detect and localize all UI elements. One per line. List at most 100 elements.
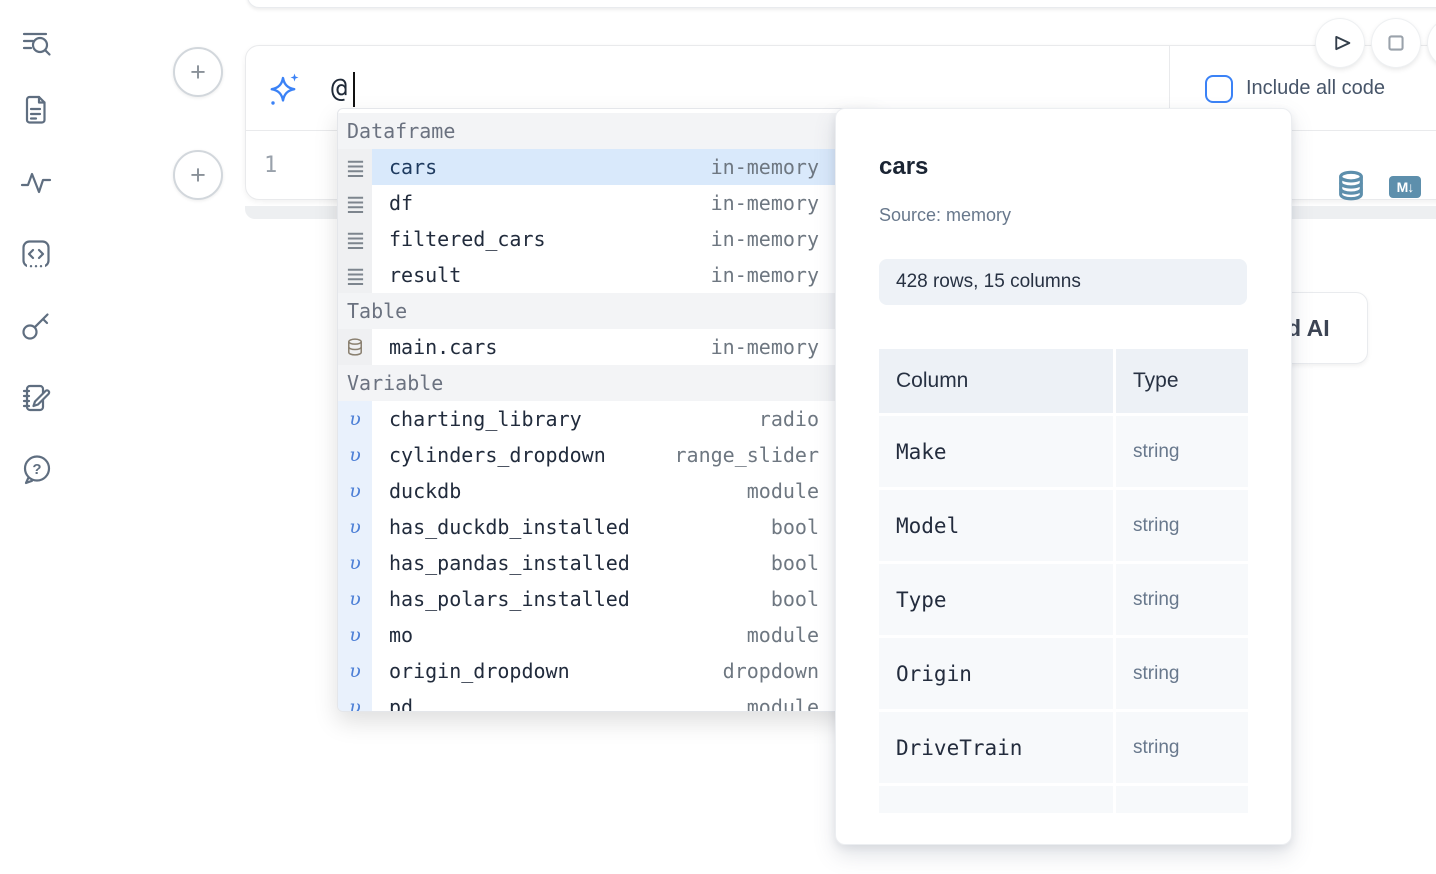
schema-col-name: Make [879,416,1113,487]
database-icon[interactable] [1336,169,1366,207]
item-name: df [389,191,414,215]
document-icon[interactable] [20,94,52,128]
item-main: cylinders_dropdown range_slider [372,437,879,473]
stop-icon [1388,35,1404,51]
activity-icon[interactable] [20,166,52,200]
item-type: in-memory [710,227,819,251]
scratchpad-icon[interactable] [20,381,52,415]
item-name: pd [389,695,414,712]
variable-icon: υ [349,696,361,712]
schema-col-name: Model [879,490,1113,561]
item-type: in-memory [710,191,819,215]
item-main: has_duckdb_installed bool [372,509,879,545]
item-icon-gutter: υ [338,653,372,689]
item-name: has_polars_installed [389,587,630,611]
ai-prompt-input[interactable]: @ [331,73,348,104]
item-icon-gutter: υ [338,545,372,581]
item-type: in-memory [710,155,819,179]
autocomplete-item-cylinders_dropdown[interactable]: υ cylinders_dropdown range_slider [338,437,879,473]
extra-circle-button[interactable] [1428,19,1436,67]
item-icon-gutter: υ [338,437,372,473]
item-type: range_slider [674,443,820,467]
item-type: bool [770,587,819,611]
schema-col-type: string [1116,638,1248,709]
autocomplete-item-has_polars_installed[interactable]: υ has_polars_installed bool [338,581,879,617]
run-cell-button[interactable] [1316,19,1364,67]
schema-col-name: DriveTrain [879,712,1113,783]
variable-icon: υ [349,516,361,538]
variable-icon: υ [349,660,361,682]
item-type: dropdown [722,659,819,683]
item-name: duckdb [389,479,462,503]
item-icon-gutter [338,149,372,185]
item-main: cars in-memory [372,149,879,185]
search-list-icon[interactable] [20,26,52,60]
schema-col-name: Origin [879,638,1113,709]
item-icon-gutter: υ [338,473,372,509]
include-all-code-checkbox[interactable] [1205,75,1233,103]
variable-icon: υ [349,408,361,430]
item-name: result [389,263,462,287]
item-name: has_duckdb_installed [389,515,630,539]
stop-cell-button[interactable] [1372,19,1420,67]
item-name: cylinders_dropdown [389,443,606,467]
schema-col-type: string [1116,416,1248,487]
autocomplete-item-cars[interactable]: cars in-memory [338,149,879,185]
item-icon-gutter: υ [338,509,372,545]
item-type: radio [758,407,819,431]
markdown-icon[interactable]: M↓ [1389,176,1421,198]
preview-title: cars [879,153,929,180]
item-name: has_pandas_installed [389,551,630,575]
database-small-icon [348,338,362,356]
item-name: cars [389,155,438,179]
item-name: mo [389,623,414,647]
autocomplete-item-df[interactable]: df in-memory [338,185,879,221]
autocomplete-section-header: Table [338,293,879,329]
help-icon[interactable]: ? [20,453,52,487]
variable-icon: υ [349,480,361,502]
preview-source: Source: memory [879,205,1012,225]
schema-col-type [1116,786,1248,813]
item-name: filtered_cars [389,227,546,251]
item-icon-gutter: υ [338,581,372,617]
dataframe-preview-panel: cars Source: memory 428 rows, 15 columns… [835,108,1292,845]
add-cell-button-bottom[interactable]: + [173,150,223,200]
previous-cell-card [247,0,1436,8]
dataframe-rows-icon [347,160,363,177]
variable-icon: υ [349,588,361,610]
include-all-code-label[interactable]: Include all code [1246,77,1385,99]
preview-shape-badge: 428 rows, 15 columns [879,259,1247,305]
code-snippet-icon[interactable] [20,238,52,272]
autocomplete-item-filtered_cars[interactable]: filtered_cars in-memory [338,221,879,257]
item-type: in-memory [710,335,819,359]
svg-text:?: ? [32,461,41,478]
item-type: bool [770,515,819,539]
item-icon-gutter [338,329,372,365]
editor-line-number: 1 [264,153,278,178]
add-cell-button-top[interactable]: + [173,47,223,97]
item-icon-gutter: υ [338,689,372,712]
ai-sparkle-icon [266,72,302,110]
schema-col-type: string [1116,564,1248,635]
item-icon-gutter [338,185,372,221]
item-icon-gutter [338,257,372,293]
key-icon[interactable] [20,309,52,343]
item-main: df in-memory [372,185,879,221]
schema-col-name: Type [879,564,1113,635]
schema-col-type: string [1116,490,1248,561]
autocomplete-item-has_duckdb_installed[interactable]: υ has_duckdb_installed bool [338,509,879,545]
